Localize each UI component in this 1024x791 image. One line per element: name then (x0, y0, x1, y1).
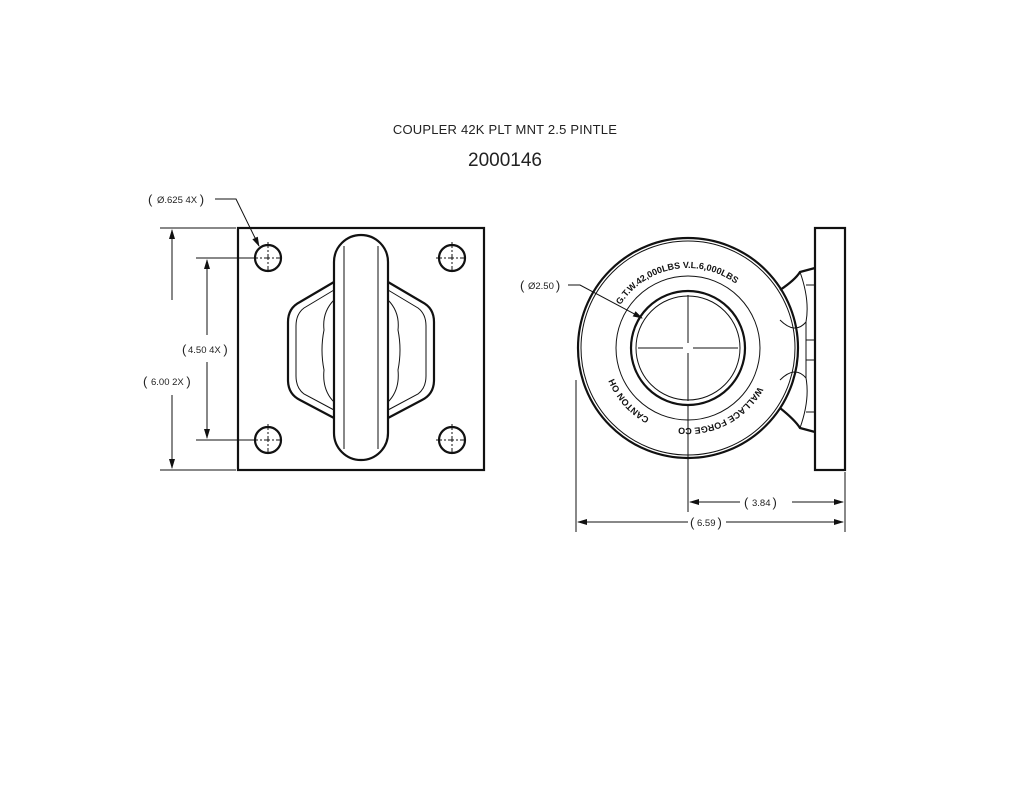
open-paren: ( (182, 342, 187, 357)
close-paren: ) (223, 342, 227, 357)
svg-text:G.T.W.42,000LBS V.L.6,000LBS: G.T.W.42,000LBS V.L.6,000LBS (614, 260, 741, 306)
open-paren: ( (520, 278, 525, 293)
mounting-hole (436, 242, 468, 274)
mounting-plate (236, 226, 486, 472)
open-paren: ( (143, 374, 148, 389)
mounting-hole (252, 242, 284, 274)
pintle-neck (779, 266, 816, 434)
open-paren: ( (744, 495, 749, 510)
open-paren: ( (690, 515, 695, 530)
front-view: ( 6.00 2X ) ( 4.50 4X ) ( Ø.625 4X ) (143, 192, 486, 472)
open-paren: ( (148, 192, 153, 207)
mounting-holes (252, 242, 468, 456)
plate-dimension: 6.00 2X (151, 377, 184, 388)
drawing-title: COUPLER 42K PLT MNT 2.5 PINTLE (392, 122, 618, 137)
casting-text-top: G.T.W.42,000LBS V.L.6,000LBS (614, 260, 741, 306)
overall-dimension: 6.59 (697, 518, 716, 529)
close-paren: ) (718, 515, 722, 530)
part-number: 2000146 (468, 150, 542, 171)
hole-spacing-dimension: 4.50 4X (188, 345, 221, 356)
hole-diameter-dimension: Ø.625 4X (157, 195, 198, 206)
mounting-hole (252, 424, 284, 456)
bore-diameter-dimension: Ø2.50 (528, 281, 554, 292)
pintle-frame (286, 281, 436, 419)
close-paren: ) (200, 192, 204, 207)
mounting-hole (436, 424, 468, 456)
close-paren: ) (773, 495, 777, 510)
side-view: G.T.W.42,000LBS V.L.6,000LBS WALLACE FOR… (520, 226, 847, 532)
side-mounting-plate (813, 226, 847, 472)
offset-dimension: 3.84 (752, 498, 771, 509)
close-paren: ) (556, 278, 560, 293)
close-paren: ) (186, 374, 190, 389)
pintle-ring (332, 233, 390, 462)
